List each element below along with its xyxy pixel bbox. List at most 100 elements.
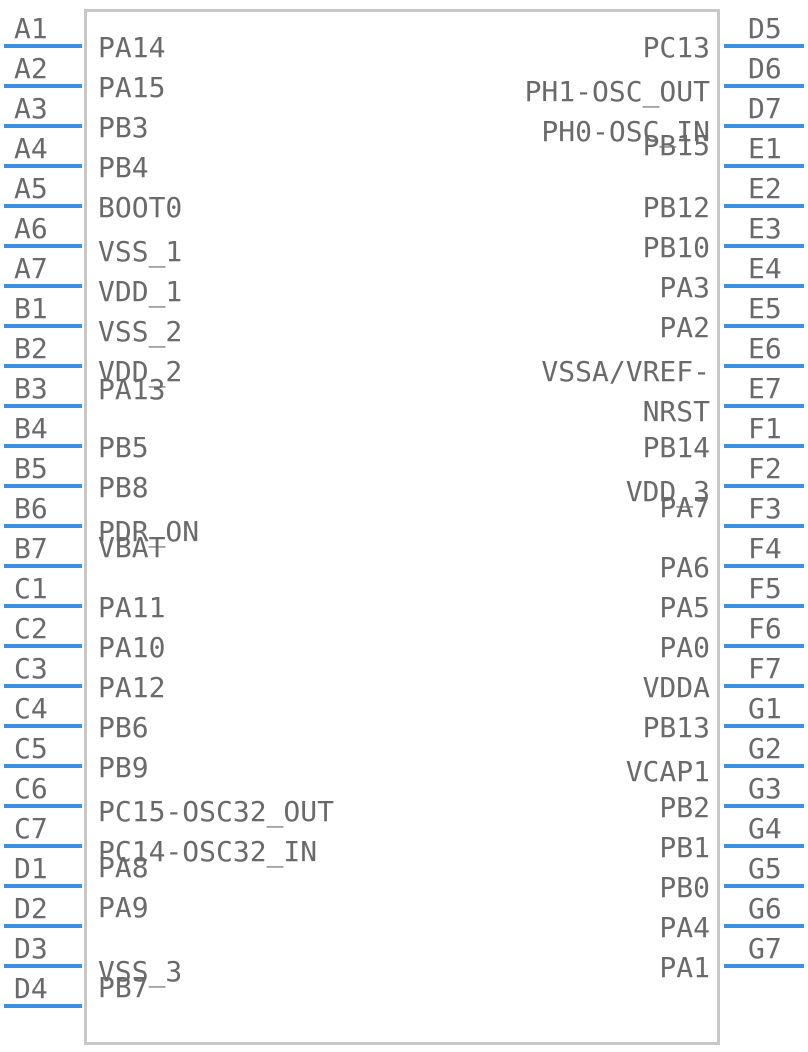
- left-pin-number: B3: [14, 372, 48, 405]
- right-pin-number: F2: [748, 452, 782, 485]
- right-pin-name: PA2: [659, 311, 710, 344]
- right-pin-number: D5: [748, 12, 782, 45]
- right-pin-line: [724, 924, 804, 928]
- right-pin-name: PB10: [642, 231, 710, 264]
- left-pin-number: C3: [14, 652, 48, 685]
- right-pin-name: PB14: [642, 431, 710, 464]
- left-pin-line: [4, 604, 82, 608]
- left-pin-line: [4, 644, 82, 648]
- right-pin-number: F3: [748, 492, 782, 525]
- right-pin-line: [724, 164, 804, 168]
- right-pin-line: [724, 684, 804, 688]
- left-pin-number: A4: [14, 132, 48, 165]
- right-pin-line: [724, 284, 804, 288]
- right-pin-name: PB15: [642, 129, 710, 162]
- left-pin-line: [4, 844, 82, 848]
- right-pin-name: VSSA/VREF-: [541, 355, 710, 388]
- left-pin-number: A2: [14, 52, 48, 85]
- left-pin-name: PB6: [98, 711, 149, 744]
- right-pin-name: PC13: [642, 31, 710, 64]
- left-pin-number: B5: [14, 452, 48, 485]
- left-pin-number: A1: [14, 12, 48, 45]
- right-pin-line: [724, 124, 804, 128]
- left-pin-name: PA13: [98, 373, 166, 406]
- left-pin-number: A7: [14, 252, 48, 285]
- left-pin-line: [4, 804, 82, 808]
- right-pin-line: [724, 44, 804, 48]
- right-pin-number: G5: [748, 852, 782, 885]
- left-pin-number: B1: [14, 292, 48, 325]
- left-pin-name: PB3: [98, 111, 149, 144]
- left-pin-name: VSS_2: [98, 315, 183, 348]
- left-pin-line: [4, 244, 82, 248]
- left-pin-line: [4, 364, 82, 368]
- right-pin-name: PH0-OSC_IN: [541, 115, 710, 148]
- left-pin-line: [4, 44, 82, 48]
- left-pin-name: VDD_1: [98, 275, 183, 308]
- right-pin-number: E5: [748, 292, 782, 325]
- left-pin-number: C2: [14, 612, 48, 645]
- right-pin-line: [724, 724, 804, 728]
- left-pin-line: [4, 764, 82, 768]
- right-pin-number: G6: [748, 892, 782, 925]
- left-pin-number: C1: [14, 572, 48, 605]
- right-pin-name: PB1: [659, 831, 710, 864]
- right-pin-line: [724, 804, 804, 808]
- right-pin-number: G2: [748, 732, 782, 765]
- right-pin-line: [724, 324, 804, 328]
- right-pin-number: F7: [748, 652, 782, 685]
- right-pin-number: E1: [748, 132, 782, 165]
- left-pin-name: PA9: [98, 891, 149, 924]
- right-pin-name: VCAP1: [625, 755, 710, 788]
- left-pin-line: [4, 684, 82, 688]
- left-pin-line: [4, 84, 82, 88]
- left-pin-line: [4, 1004, 82, 1008]
- right-pin-number: E6: [748, 332, 782, 365]
- right-pin-line: [724, 244, 804, 248]
- left-pin-name: VSS_3: [98, 955, 183, 988]
- right-pin-number: F4: [748, 532, 782, 565]
- left-pin-name: PB5: [98, 431, 149, 464]
- left-pin-number: D1: [14, 852, 48, 885]
- left-pin-line: [4, 284, 82, 288]
- left-pin-name: VSS_1: [98, 235, 183, 268]
- left-pin-number: B2: [14, 332, 48, 365]
- left-pin-name: PDR_ON: [98, 515, 200, 548]
- left-pin-line: [4, 524, 82, 528]
- left-pin-line: [4, 204, 82, 208]
- left-pin-name: BOOT0: [98, 191, 183, 224]
- right-pin-line: [724, 844, 804, 848]
- ic-body-outline: [84, 9, 720, 1045]
- right-pin-number: E2: [748, 172, 782, 205]
- left-pin-line: [4, 484, 82, 488]
- right-pin-name: PA3: [659, 271, 710, 304]
- left-pin-name: PA8: [98, 851, 149, 884]
- right-pin-line: [724, 204, 804, 208]
- left-pin-line: [4, 924, 82, 928]
- right-pin-name: VDDA: [642, 671, 710, 704]
- left-pin-line: [4, 164, 82, 168]
- right-pin-line: [724, 524, 804, 528]
- right-pin-number: F6: [748, 612, 782, 645]
- left-pin-number: B7: [14, 532, 48, 565]
- right-pin-line: [724, 444, 804, 448]
- left-pin-name: PB9: [98, 751, 149, 784]
- left-pin-line: [4, 124, 82, 128]
- left-pin-number: A6: [14, 212, 48, 245]
- left-pin-name: PA15: [98, 71, 166, 104]
- right-pin-name: VDD_3: [625, 475, 710, 508]
- right-pin-name: PA4: [659, 911, 710, 944]
- right-pin-number: G3: [748, 772, 782, 805]
- right-pin-line: [724, 484, 804, 488]
- right-pin-number: D7: [748, 92, 782, 125]
- right-pin-number: F1: [748, 412, 782, 445]
- right-pin-number: G1: [748, 692, 782, 725]
- left-pin-name: PA14: [98, 31, 166, 64]
- right-pin-name: PB2: [659, 791, 710, 824]
- right-pin-line: [724, 964, 804, 968]
- left-pin-name: PC14-OSC32_IN: [98, 835, 318, 868]
- left-pin-number: A5: [14, 172, 48, 205]
- left-pin-line: [4, 324, 82, 328]
- left-pin-number: C7: [14, 812, 48, 845]
